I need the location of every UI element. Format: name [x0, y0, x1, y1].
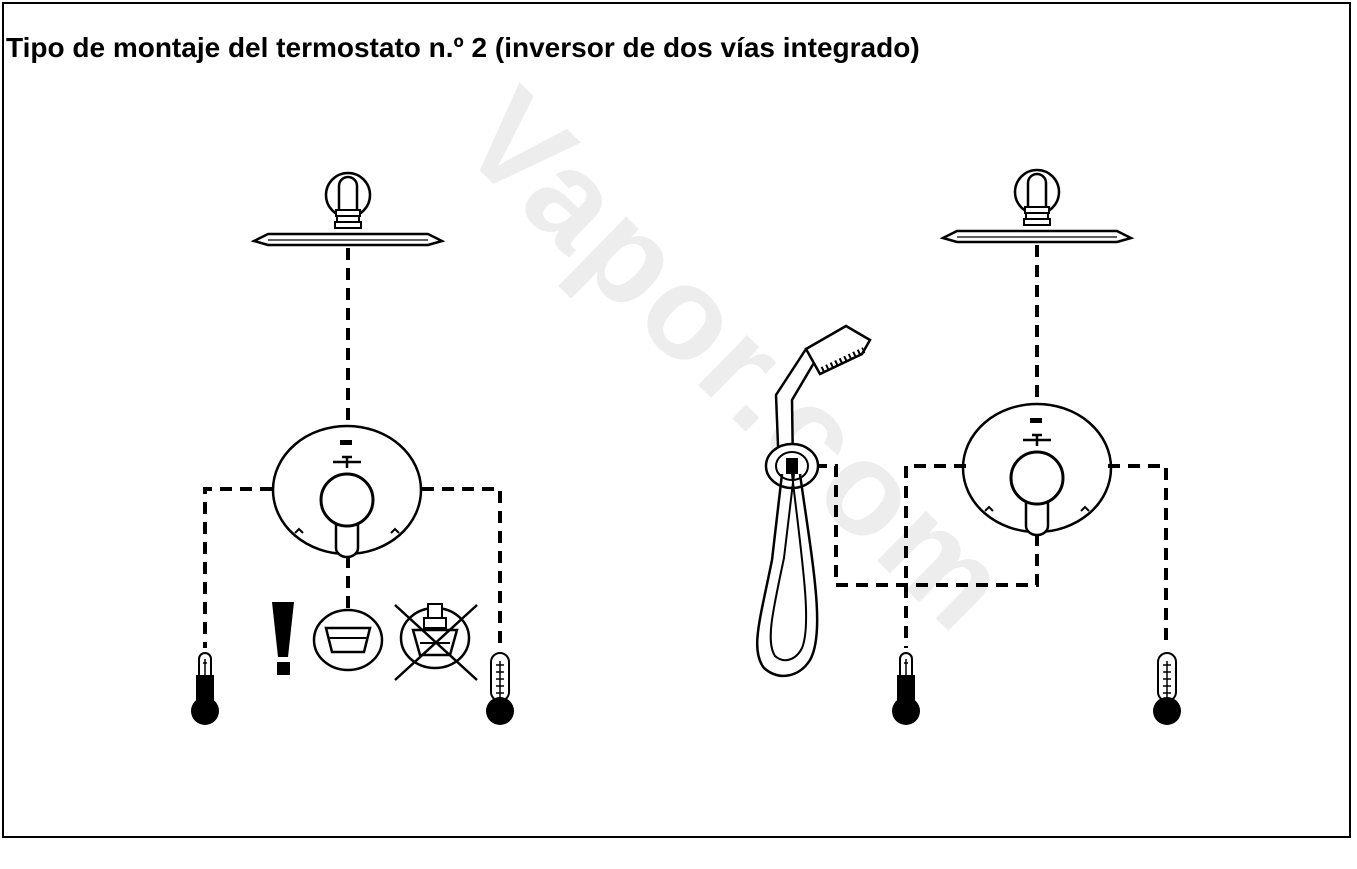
right-cold-supply-line — [1108, 464, 1168, 648]
hand-shower-icon — [755, 324, 872, 678]
left-hot-supply-line — [203, 487, 272, 648]
left-cold-thermometer-icon — [485, 652, 515, 726]
right-hot-thermometer-icon — [891, 652, 921, 726]
warning-exclamation-icon — [272, 602, 294, 675]
left-diagram — [190, 171, 515, 726]
left-thermostat-icon — [271, 424, 423, 559]
left-hot-thermometer-icon — [190, 652, 220, 726]
left-cold-supply-line — [422, 487, 502, 648]
right-cold-thermometer-icon — [1152, 652, 1182, 726]
installation-diagram — [190, 168, 1182, 726]
not-allowed-cross-icon — [394, 603, 478, 681]
right-overhead-shower-icon — [941, 168, 1133, 244]
right-hot-supply-line — [904, 464, 966, 648]
page-title: Tipo de montaje del termostato n.º 2 (in… — [6, 32, 920, 63]
right-thermostat-icon — [961, 402, 1113, 537]
left-overhead-shower-icon — [252, 171, 444, 247]
page-frame — [2, 2, 1351, 838]
right-hand-shower-line — [815, 464, 1039, 587]
tub-spout-icon — [312, 608, 384, 672]
right-diagram — [755, 168, 1182, 726]
